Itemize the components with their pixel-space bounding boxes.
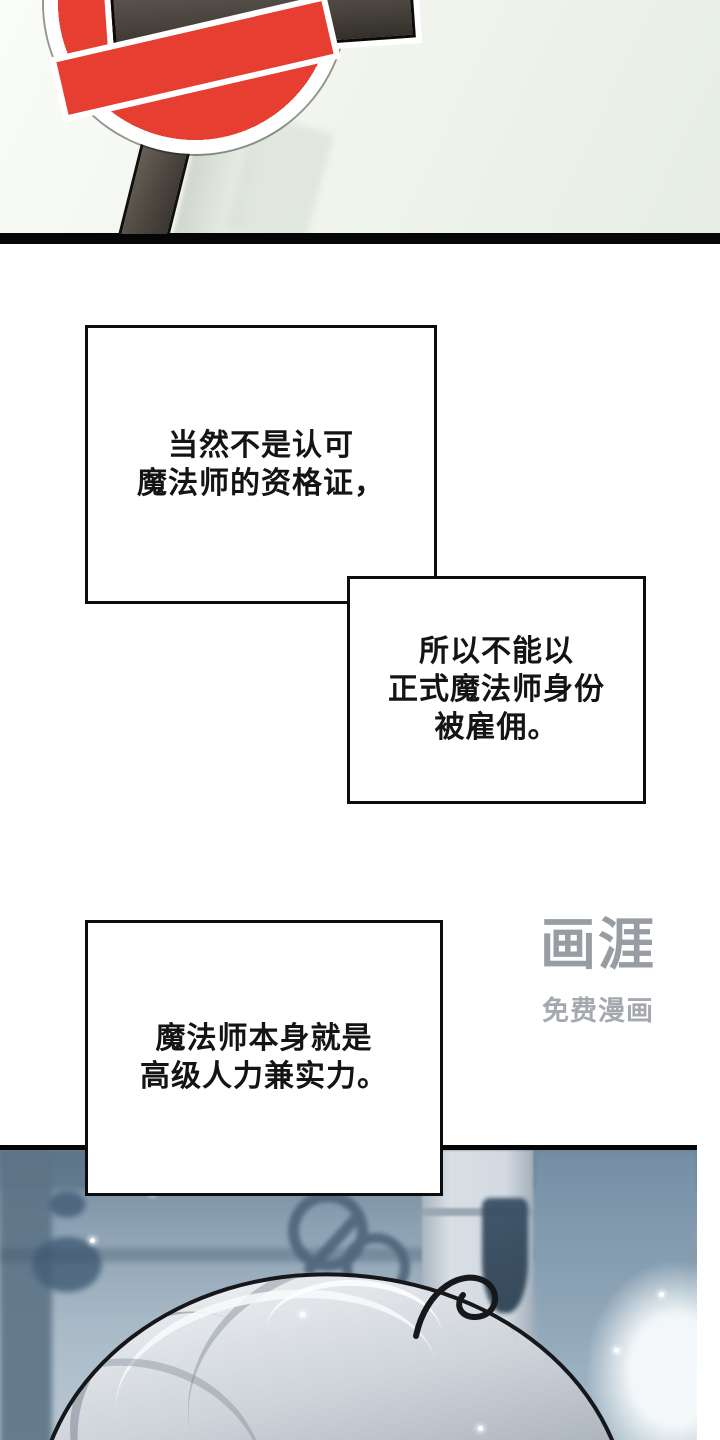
caption-line: 魔法师的资格证， (137, 466, 385, 500)
site-watermark: 画涯 免费漫画 (530, 900, 666, 1028)
caption-line: 魔法师本身就是 (155, 1022, 373, 1055)
caption-line: 高级人力兼实力。 (140, 1060, 388, 1093)
panel-prohibition-sign (0, 0, 720, 234)
hair-curl-icon (413, 1274, 499, 1339)
ornament-curl (288, 1191, 368, 1271)
sparkle (90, 1238, 95, 1243)
sparkle (478, 1426, 483, 1431)
caption-box-2: 所以不能以 正式魔法师身份 被雇佣。 (347, 576, 646, 804)
caption-line: 正式魔法师身份 (388, 673, 605, 706)
caption-line: 被雇佣。 (434, 711, 559, 744)
sparkle (614, 1348, 619, 1353)
caption-line: 所以不能以 (419, 635, 574, 668)
window-light-glow (585, 1260, 697, 1440)
watermark-subtitle: 免费漫画 (542, 996, 654, 1026)
watermark-logo: 画涯 (540, 913, 656, 976)
wall-lamp-silhouette (482, 1198, 528, 1313)
chandelier-silhouette (12, 1190, 122, 1310)
caption-line: 当然不是认可 (168, 428, 354, 462)
caption-box-3: 魔法师本身就是 高级人力兼实力。 (85, 920, 443, 1196)
sparkle (300, 1312, 305, 1317)
caption-box-1: 当然不是认可 魔法师的资格证， (85, 325, 437, 604)
sparkle (659, 1292, 664, 1297)
panel-border (0, 233, 720, 244)
